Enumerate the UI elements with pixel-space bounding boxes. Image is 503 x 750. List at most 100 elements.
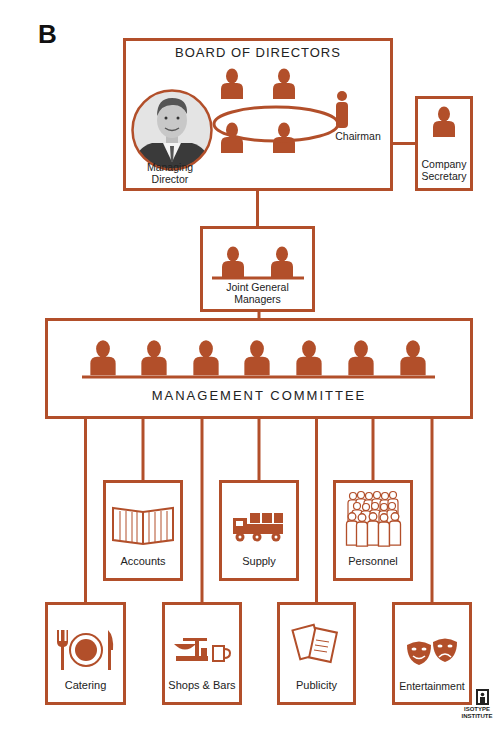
caption-label: ISOTYPE INSTITUTE xyxy=(452,706,502,720)
illustration-part xyxy=(113,508,173,544)
org-connector xyxy=(84,419,87,602)
director-figure xyxy=(221,69,243,100)
illustration-part xyxy=(142,512,144,544)
committee-figure xyxy=(400,340,425,375)
illustration-part xyxy=(379,514,390,546)
portrait-photo xyxy=(130,88,214,172)
org-box: Supply xyxy=(219,480,299,581)
illustration-part xyxy=(478,691,487,703)
illustration-part xyxy=(413,656,425,659)
illustration-part xyxy=(224,649,230,658)
plate-letter: B xyxy=(38,20,68,50)
illustration-part xyxy=(165,117,168,120)
illustration-part xyxy=(170,146,174,162)
crowd-icon xyxy=(347,492,401,547)
org-connector xyxy=(431,419,434,602)
illustration-part xyxy=(236,521,243,526)
org-connector xyxy=(201,419,204,602)
illustration-part xyxy=(149,511,167,543)
chairman-figure xyxy=(337,91,347,101)
illustration-part xyxy=(412,647,417,650)
illustration-part xyxy=(233,518,247,534)
illustration-part xyxy=(448,644,453,647)
illustration-part xyxy=(177,117,180,120)
org-connector xyxy=(256,191,259,226)
committee-figure xyxy=(244,340,269,375)
illustration-part xyxy=(481,693,485,697)
illustration-part xyxy=(272,533,281,542)
illustration-part xyxy=(108,630,113,670)
box-title: Supply xyxy=(242,555,276,568)
org-connector xyxy=(315,419,318,602)
illustration-part xyxy=(433,639,457,663)
illustration-part xyxy=(247,524,283,534)
illustration-part xyxy=(390,513,401,545)
org-box: Accounts xyxy=(103,480,183,581)
isotype-logo xyxy=(476,689,489,705)
illustration-part xyxy=(163,143,181,162)
ledger-icon xyxy=(113,508,173,544)
illustration-part xyxy=(183,638,207,641)
illustration-part xyxy=(275,536,278,539)
org-box: Personnel xyxy=(333,480,413,581)
truck-icon xyxy=(233,513,283,542)
org-box: Company Secretary xyxy=(415,96,473,191)
illustration-part xyxy=(70,634,102,666)
box-title: Joint General Managers xyxy=(213,281,303,305)
cutlery-icon xyxy=(57,630,113,670)
illustration-part xyxy=(314,640,329,652)
illustration-part xyxy=(368,513,379,545)
committee-table xyxy=(82,376,435,379)
illustration-part xyxy=(239,536,242,539)
org-box: Joint General Managers xyxy=(200,226,315,312)
illustration-part xyxy=(61,644,64,670)
illustration-part xyxy=(476,689,489,705)
org-box: Catering xyxy=(45,602,126,705)
leaflet-icon xyxy=(292,625,336,662)
box-title: Catering xyxy=(65,679,107,692)
board-table xyxy=(214,107,338,141)
director-figure xyxy=(273,123,295,154)
committee-figure xyxy=(296,340,321,375)
committee-figure xyxy=(141,340,166,375)
manager-table xyxy=(212,277,304,280)
org-connector xyxy=(142,419,145,480)
caption-label: Chairman xyxy=(328,130,388,142)
illustration-part xyxy=(407,642,431,666)
illustration-part xyxy=(236,533,245,542)
illustration-part xyxy=(253,533,262,542)
org-box: Publicity xyxy=(277,602,356,705)
secretary-figure xyxy=(433,107,455,138)
box-title: Company Secretary xyxy=(418,158,470,182)
illustration-part xyxy=(262,513,272,523)
org-connector xyxy=(372,419,375,480)
box-title: Shops & Bars xyxy=(168,679,235,692)
illustration-part xyxy=(57,630,68,647)
illustration-part xyxy=(130,88,214,172)
illustration-part xyxy=(195,641,199,656)
caption-label: Managing Director xyxy=(138,161,202,185)
illustration-part xyxy=(176,656,208,661)
committee-figure xyxy=(193,340,218,375)
illustration-part xyxy=(439,654,451,657)
director-figure xyxy=(273,69,295,100)
illustration-part xyxy=(174,644,196,650)
org-box: MANAGEMENT COMMITTEE xyxy=(45,318,473,419)
box-title: MANAGEMENT COMMITTEE xyxy=(152,389,367,404)
illustration-part xyxy=(213,646,224,661)
illustration-part xyxy=(357,514,368,546)
illustration-part xyxy=(165,128,179,131)
illustration-part xyxy=(256,536,259,539)
box-title: Publicity xyxy=(296,679,337,692)
illustration-part xyxy=(120,511,137,543)
illustration-part xyxy=(274,513,283,523)
illustration-part xyxy=(75,639,97,661)
illustration-part xyxy=(250,513,260,523)
illustration-part xyxy=(438,644,443,647)
masks-icon xyxy=(407,639,457,666)
org-box: Entertainment xyxy=(392,602,472,705)
scale-icon xyxy=(174,638,230,661)
